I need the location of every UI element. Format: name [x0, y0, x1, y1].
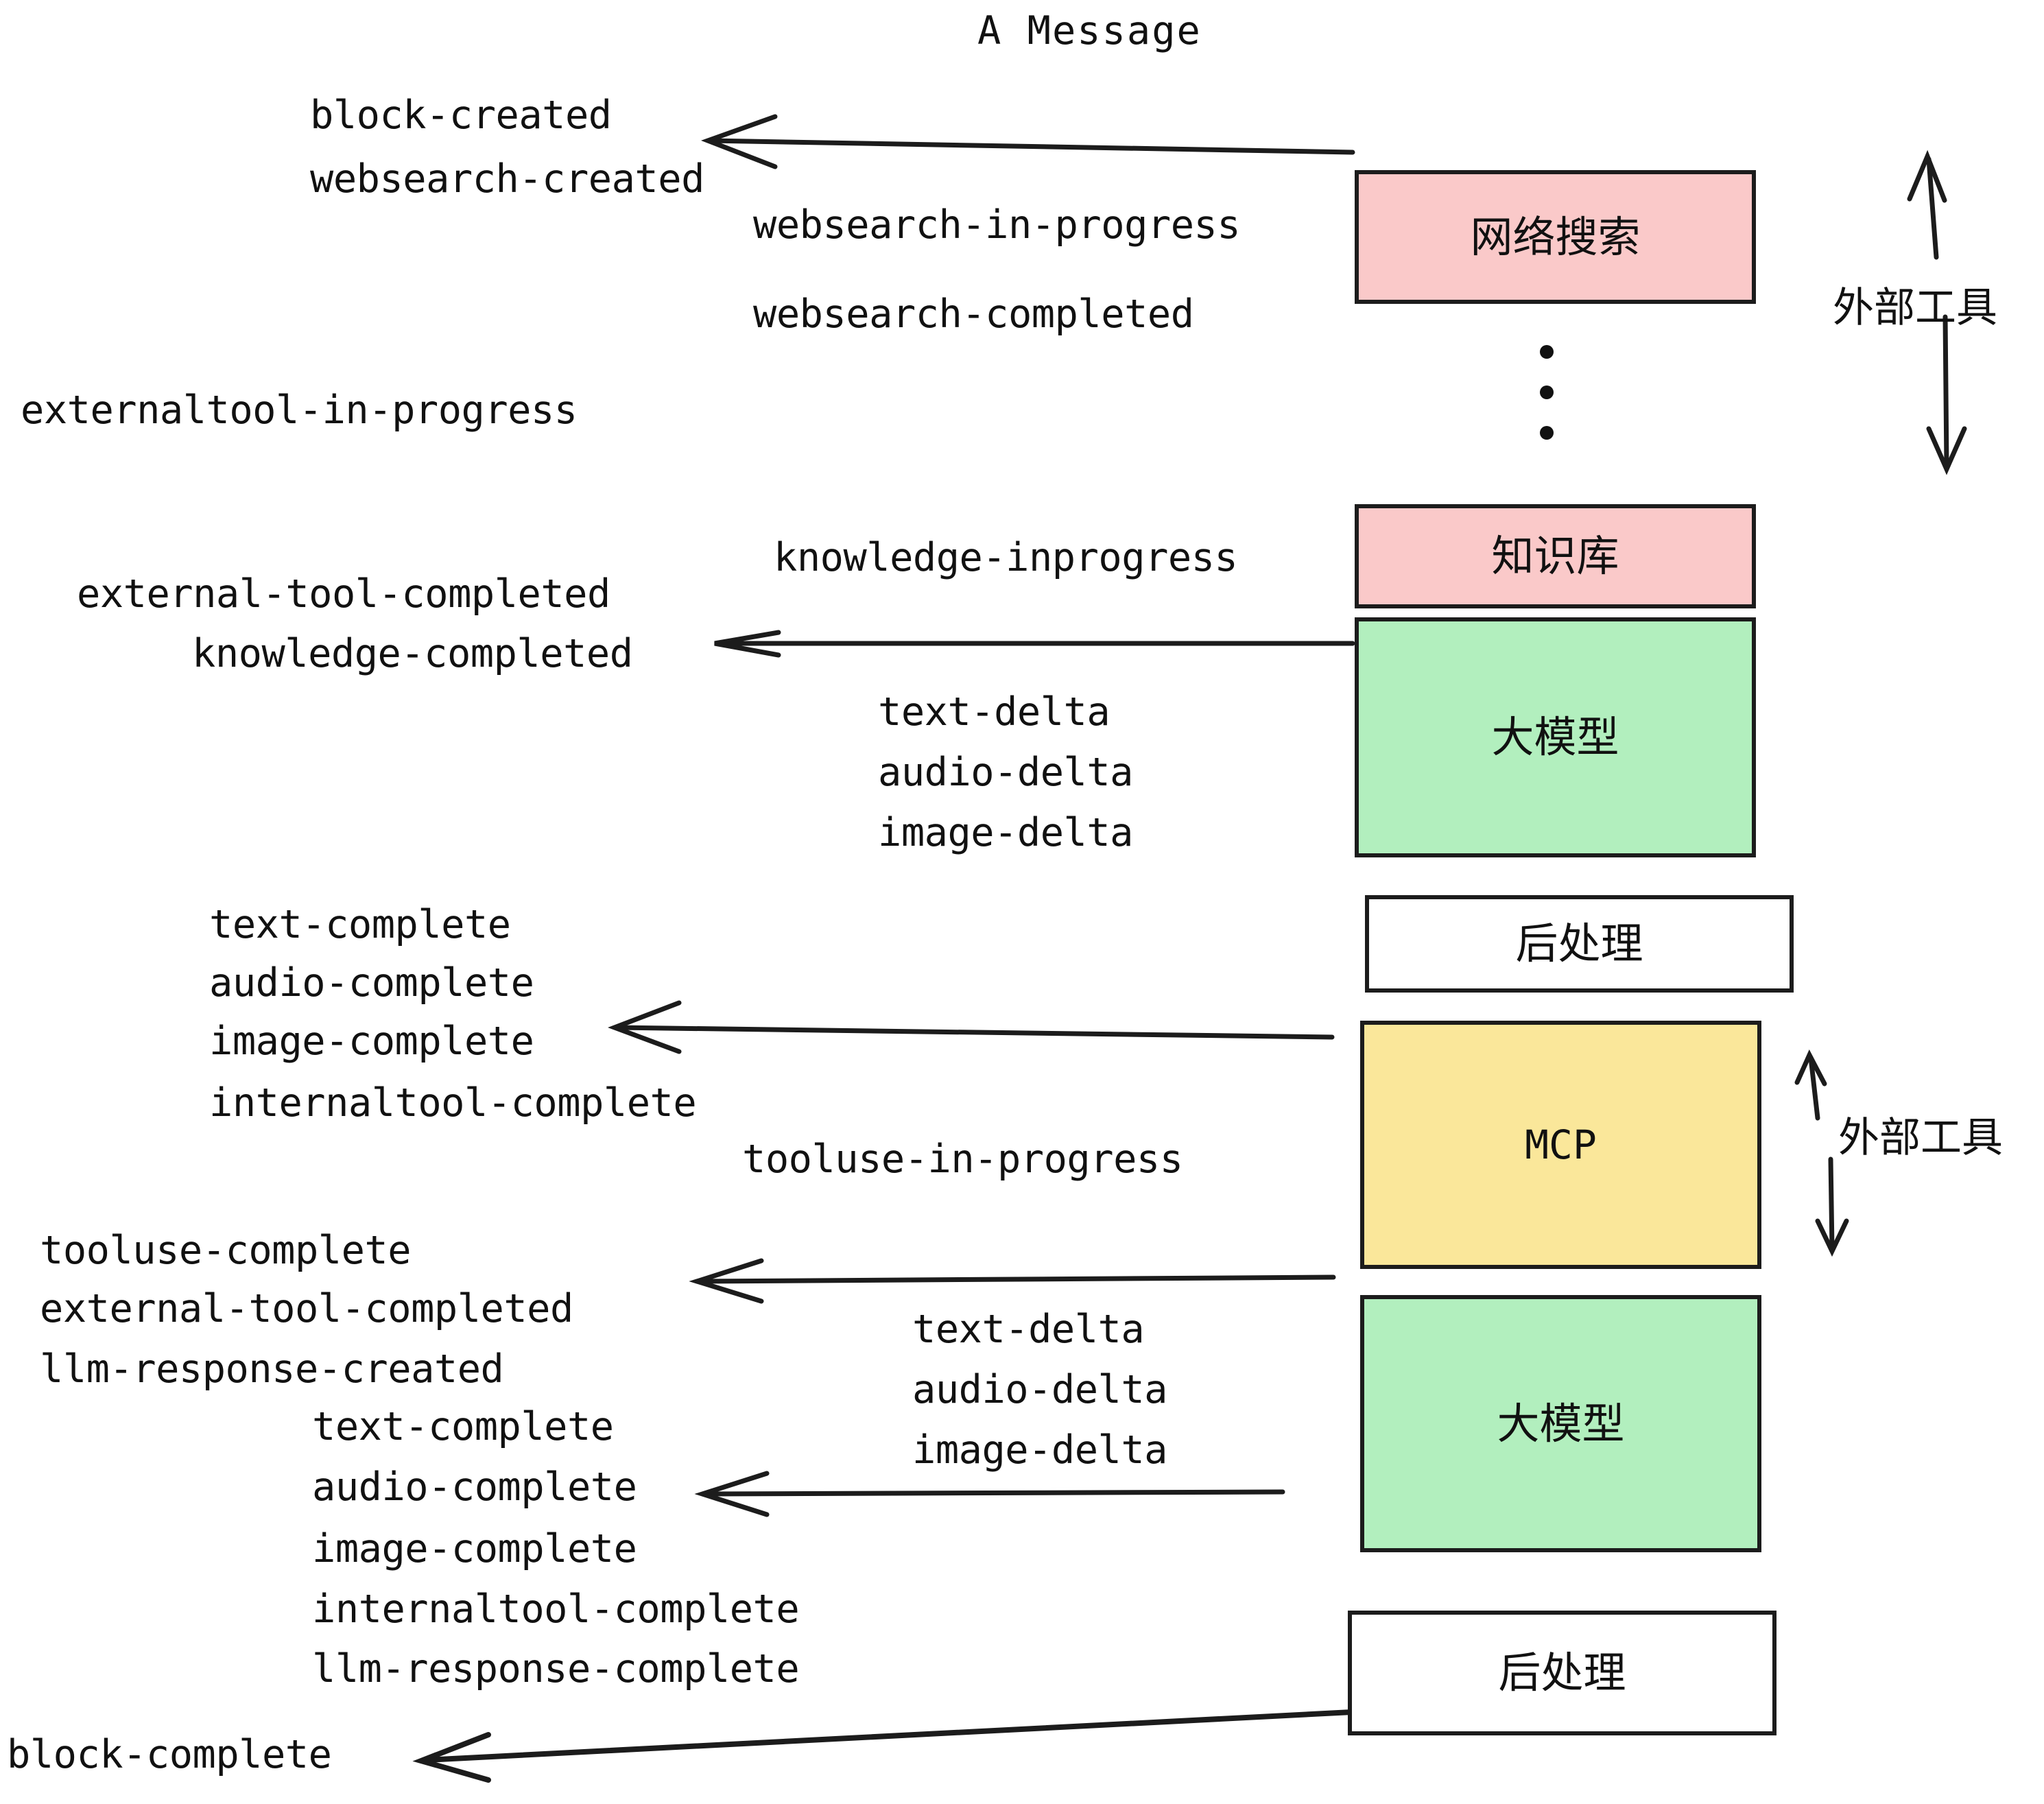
- box-mcp[interactable]: MCP: [1360, 1021, 1761, 1269]
- page-title: A Message: [977, 8, 1202, 54]
- event-image-complete-2: image-complete: [312, 1526, 637, 1571]
- event-externaltool-in-progress: externaltool-in-progress: [21, 388, 578, 433]
- arrow-postprocess2-to-block-complete: [412, 1709, 1368, 1783]
- event-llm-response-created: llm-response-created: [40, 1346, 504, 1392]
- event-image-delta-2: image-delta: [912, 1427, 1168, 1473]
- event-tooluse-complete: tooluse-complete: [40, 1228, 412, 1273]
- event-audio-delta-1: audio-delta: [878, 750, 1134, 795]
- box-mcp-label: MCP: [1525, 1121, 1597, 1168]
- event-image-complete-1: image-complete: [209, 1019, 534, 1064]
- box-websearch[interactable]: 网络搜索: [1355, 170, 1756, 304]
- event-text-delta-2: text-delta: [912, 1307, 1145, 1352]
- event-external-tool-completed-1: external-tool-completed: [77, 571, 610, 617]
- external-tool-arrow-up-top: [1907, 150, 1947, 260]
- box-llm-1-label: 大模型: [1491, 712, 1619, 762]
- event-knowledge-inprogress: knowledge-inprogress: [774, 535, 1238, 580]
- external-tool-arrow-down-top: [1926, 314, 1967, 475]
- box-knowledge-label: 知识库: [1491, 531, 1619, 581]
- event-text-delta-1: text-delta: [878, 689, 1110, 735]
- event-image-delta-1: image-delta: [878, 810, 1134, 855]
- event-block-complete: block-complete: [7, 1732, 332, 1777]
- box-postprocess-2-label: 后处理: [1498, 1648, 1626, 1698]
- event-audio-complete-1: audio-complete: [209, 960, 534, 1006]
- arrow-websearch-to-created: [700, 114, 1355, 169]
- vertical-ellipsis-icon: [1540, 345, 1554, 440]
- external-tool-arrow-down-bottom: [1815, 1156, 1849, 1257]
- external-tool-arrow-up-bottom: [1794, 1049, 1827, 1121]
- box-llm-1[interactable]: 大模型: [1355, 617, 1756, 857]
- box-llm-2-label: 大模型: [1497, 1398, 1625, 1449]
- box-postprocess-1-label: 后处理: [1515, 918, 1643, 969]
- external-tool-label-top: 外部工具: [1833, 284, 1997, 332]
- event-text-complete-1: text-complete: [209, 902, 511, 947]
- box-llm-2[interactable]: 大模型: [1360, 1295, 1761, 1552]
- arrow-mcp-to-tooluse-complete: [689, 1258, 1336, 1304]
- event-knowledge-completed: knowledge-completed: [192, 631, 633, 676]
- event-audio-complete-2: audio-complete: [312, 1464, 637, 1510]
- event-internaltool-complete-1: internaltool-complete: [209, 1080, 697, 1126]
- box-websearch-label: 网络搜索: [1470, 211, 1641, 262]
- event-websearch-created: websearch-created: [310, 156, 704, 202]
- event-audio-delta-2: audio-delta: [912, 1367, 1168, 1412]
- event-block-created: block-created: [310, 93, 612, 138]
- event-external-tool-completed-2: external-tool-completed: [40, 1286, 573, 1331]
- event-websearch-in-progress: websearch-in-progress: [753, 202, 1241, 248]
- event-tooluse-in-progress: tooluse-in-progress: [742, 1137, 1183, 1182]
- event-llm-response-complete: llm-response-complete: [312, 1646, 800, 1692]
- box-knowledge[interactable]: 知识库: [1355, 504, 1756, 608]
- event-internaltool-complete-2: internaltool-complete: [312, 1587, 800, 1632]
- external-tool-label-bottom: 外部工具: [1838, 1114, 2003, 1162]
- arrow-postprocess-to-image-complete: [608, 1000, 1335, 1054]
- arrow-knowledge-to-completed: [714, 630, 1355, 658]
- event-websearch-completed: websearch-completed: [753, 292, 1194, 337]
- arrow-llm2-to-audio-complete: [694, 1471, 1285, 1517]
- box-postprocess-2[interactable]: 后处理: [1348, 1611, 1776, 1735]
- event-text-complete-2: text-complete: [312, 1404, 614, 1449]
- box-postprocess-1[interactable]: 后处理: [1365, 895, 1794, 993]
